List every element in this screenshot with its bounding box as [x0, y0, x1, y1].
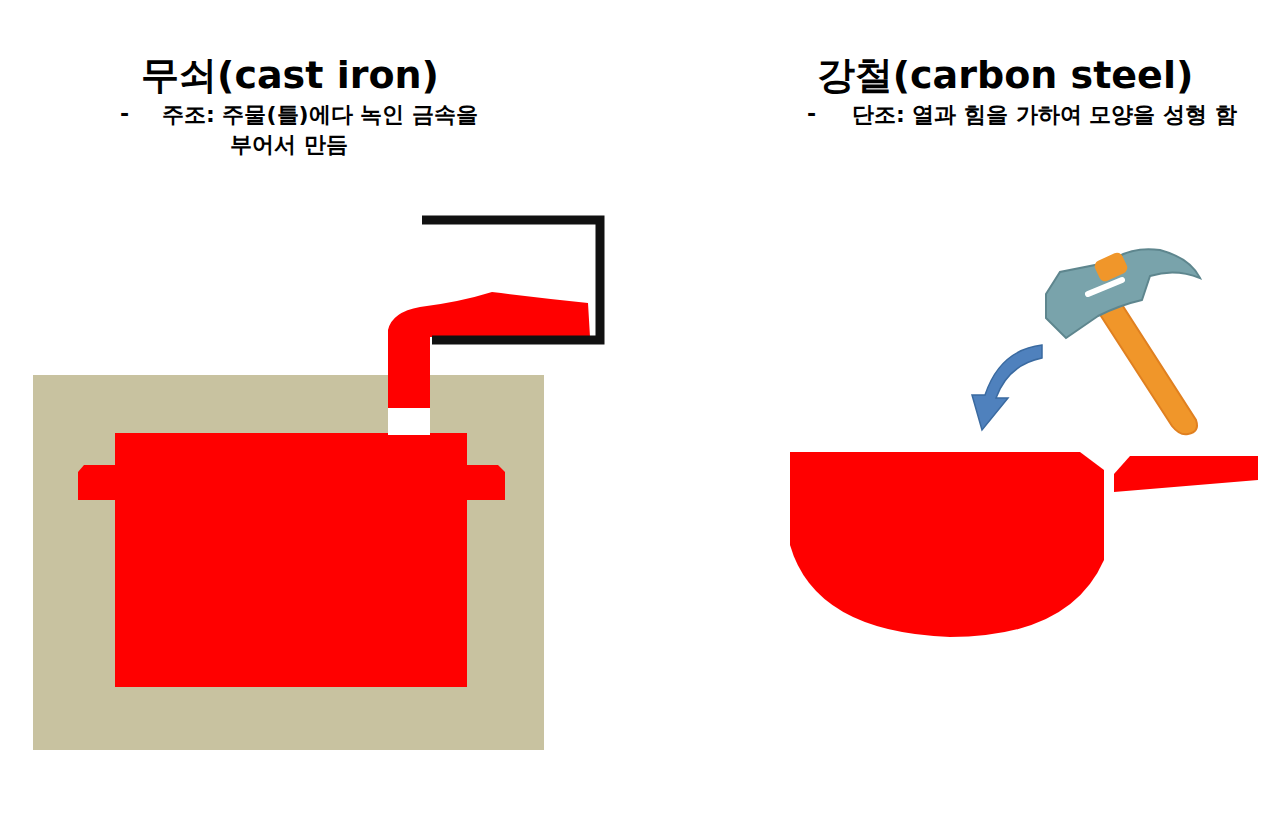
hammer [1046, 249, 1200, 434]
pan-handle [1114, 456, 1258, 492]
mold [33, 375, 544, 750]
description: 단조: 열과 힘을 가하여 모양을 성형 함 [852, 100, 1280, 130]
bullet: - [807, 101, 816, 126]
ladle [422, 220, 600, 340]
sprue [388, 407, 430, 435]
molten-metal [388, 292, 590, 408]
heading: 무쇠(cast iron) [141, 50, 439, 101]
pot-handle [467, 465, 505, 500]
pot-body [115, 433, 467, 687]
curved-arrow [972, 345, 1042, 430]
pan-body [790, 452, 1104, 637]
bullet: - [120, 101, 129, 126]
pot-handle [78, 465, 115, 500]
heading: 강철(carbon steel) [817, 50, 1194, 101]
description: 주조: 주물(틀)에다 녹인 금속을 부어서 만듬 [162, 100, 540, 160]
